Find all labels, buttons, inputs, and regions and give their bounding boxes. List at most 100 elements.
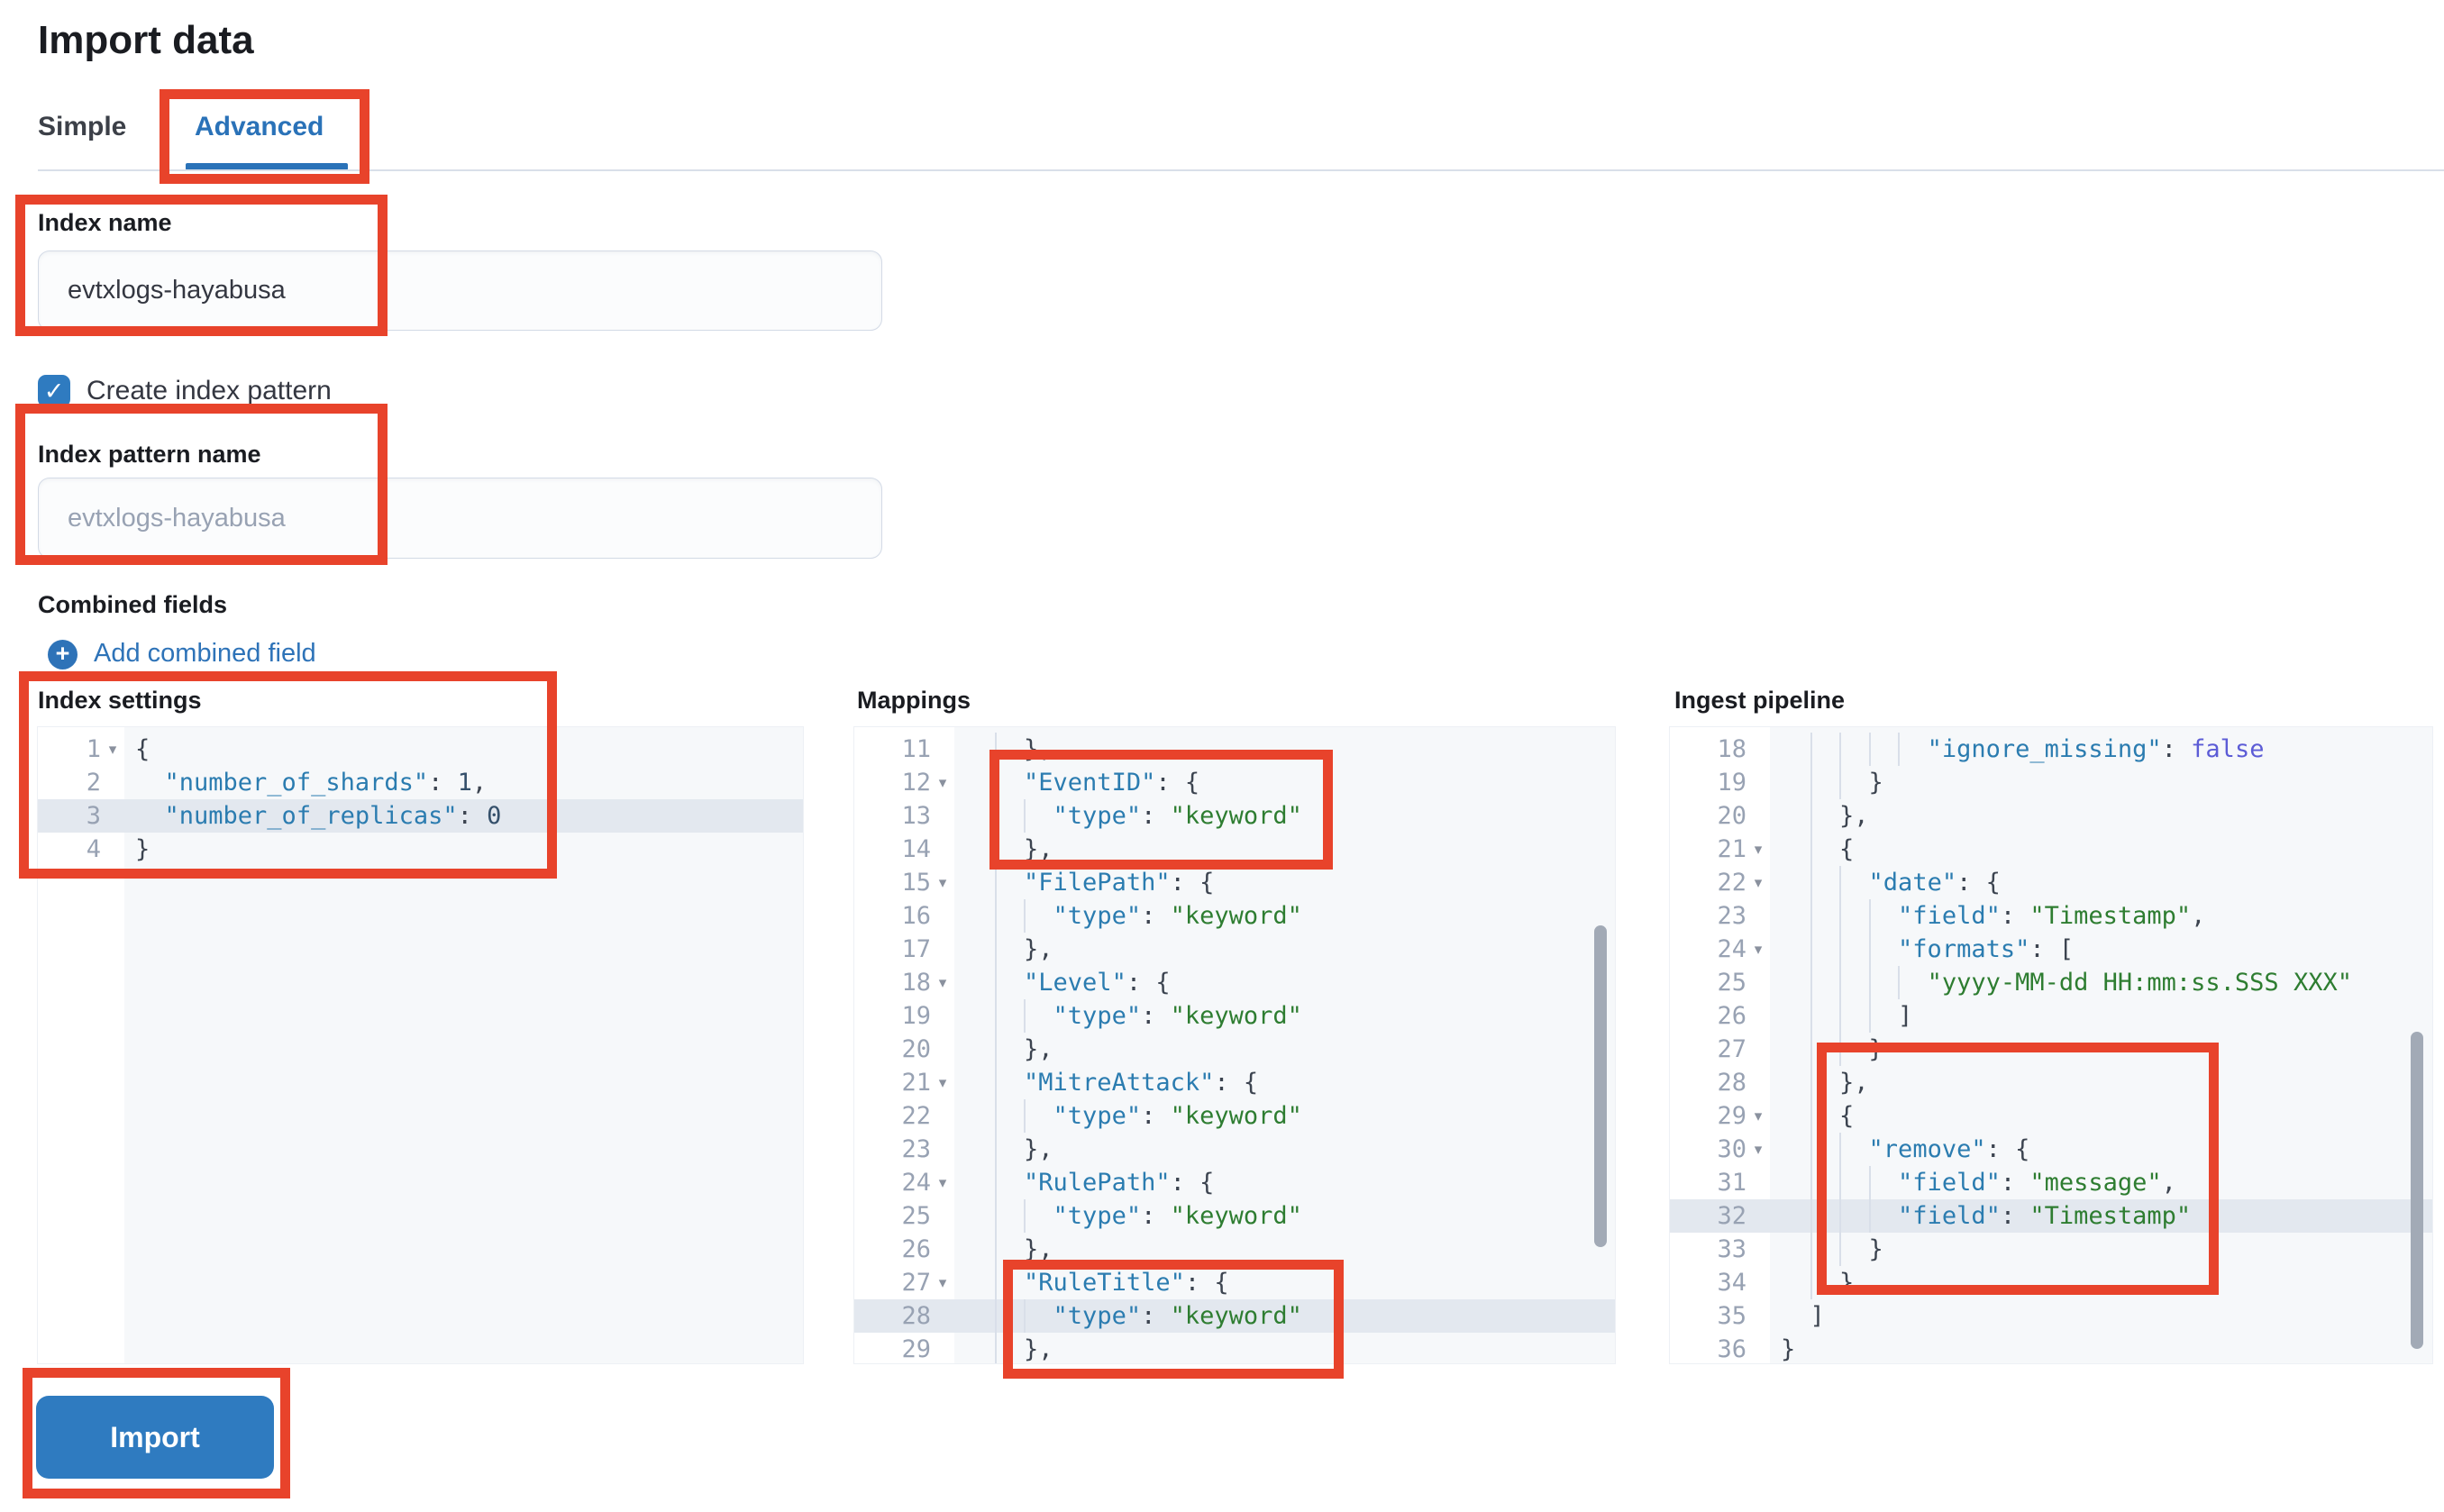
- code-line[interactable]: 26 },: [854, 1233, 1615, 1266]
- code-line[interactable]: 18 "ignore_missing": false: [1670, 733, 2432, 766]
- fold-arrow-icon[interactable]: ▾: [938, 873, 947, 891]
- index-name-input[interactable]: [38, 250, 882, 331]
- code-text: },: [1024, 835, 1053, 863]
- fold-arrow-icon[interactable]: ▾: [938, 773, 947, 791]
- code-line[interactable]: 22▾ "date": {: [1670, 866, 2432, 899]
- code-line[interactable]: 26 ]: [1670, 999, 2432, 1033]
- code-line[interactable]: 22 "type": "keyword": [854, 1099, 1615, 1133]
- line-number: 32: [1717, 1202, 1746, 1230]
- create-index-pattern-label: Create index pattern: [87, 376, 332, 405]
- code-text: "Level": {: [1024, 969, 1171, 997]
- code-line[interactable]: 31 "field": "message",: [1670, 1166, 2432, 1199]
- indent-guide: [1839, 1199, 1842, 1233]
- fold-arrow-icon[interactable]: ▾: [1754, 1107, 1763, 1125]
- code-line[interactable]: 35 ]: [1670, 1299, 2432, 1333]
- fold-arrow-icon[interactable]: ▾: [108, 740, 117, 758]
- code-line[interactable]: 21▾ {: [1670, 833, 2432, 866]
- indent-guide: [1810, 1199, 1812, 1233]
- code-line[interactable]: 28 },: [1670, 1066, 2432, 1099]
- index-pattern-name-input[interactable]: [38, 478, 882, 559]
- code-line[interactable]: 34 }: [1670, 1266, 2432, 1299]
- code-text: "type": "keyword": [1053, 802, 1302, 830]
- fold-arrow-icon[interactable]: ▾: [1754, 940, 1763, 958]
- code-line[interactable]: 24▾ "formats": [: [1670, 933, 2432, 966]
- fold-arrow-icon[interactable]: ▾: [938, 1073, 947, 1091]
- indent-guide: [1839, 866, 1842, 899]
- code-line[interactable]: 23 "field": "Timestamp",: [1670, 899, 2432, 933]
- fold-arrow-icon[interactable]: ▾: [938, 1173, 947, 1191]
- code-line[interactable]: 18▾ "Level": {: [854, 966, 1615, 999]
- code-line[interactable]: 12▾ "EventID": {: [854, 766, 1615, 799]
- fold-arrow-icon[interactable]: ▾: [1754, 1140, 1763, 1158]
- line-number: 13: [901, 802, 931, 830]
- vertical-scrollbar[interactable]: [1594, 925, 1607, 1247]
- code-line[interactable]: 36}: [1670, 1333, 2432, 1363]
- indent-guide: [994, 1233, 997, 1266]
- indent-guide: [1810, 899, 1812, 933]
- code-line[interactable]: 2 "number_of_shards": 1,: [38, 766, 803, 799]
- indent-guide: [1024, 799, 1026, 833]
- fold-arrow-icon[interactable]: ▾: [1754, 873, 1763, 891]
- code-text: "ignore_missing": false: [1927, 735, 2265, 763]
- indent-guide: [1810, 1099, 1812, 1133]
- code-line[interactable]: 3 "number_of_replicas": 0: [38, 799, 803, 833]
- indent-guide: [1810, 1066, 1812, 1099]
- indent-guide: [1810, 833, 1812, 866]
- code-text: {: [1839, 835, 1855, 863]
- code-line[interactable]: 1▾{: [38, 733, 803, 766]
- line-number: 21: [901, 1069, 931, 1097]
- fold-arrow-icon[interactable]: ▾: [938, 1273, 947, 1291]
- mappings-label: Mappings: [857, 687, 971, 714]
- code-line[interactable]: 11 },: [854, 733, 1615, 766]
- plus-circle-icon[interactable]: +: [48, 640, 78, 669]
- code-line[interactable]: 33 }: [1670, 1233, 2432, 1266]
- code-line[interactable]: 21▾ "MitreAttack": {: [854, 1066, 1615, 1099]
- code-line[interactable]: 24▾ "RulePath": {: [854, 1166, 1615, 1199]
- code-line[interactable]: 29▾ {: [1670, 1099, 2432, 1133]
- code-line[interactable]: 20 },: [854, 1033, 1615, 1066]
- add-combined-field-link[interactable]: Add combined field: [94, 639, 316, 668]
- code-line[interactable]: 19 }: [1670, 766, 2432, 799]
- import-button[interactable]: Import: [36, 1396, 274, 1479]
- line-number: 36: [1717, 1335, 1746, 1363]
- indent-guide: [1024, 899, 1026, 933]
- code-line[interactable]: 23 },: [854, 1133, 1615, 1166]
- indent-guide: [994, 1333, 997, 1363]
- code-line[interactable]: 25 "yyyy-MM-dd HH:mm:ss.SSS XXX": [1670, 966, 2432, 999]
- create-index-pattern-checkbox[interactable]: ✓: [38, 375, 70, 407]
- mappings-editor[interactable]: 11 },12▾ "EventID": {13 "type": "keyword…: [853, 726, 1616, 1364]
- indent-guide: [994, 1033, 997, 1066]
- line-number: 30: [1717, 1135, 1746, 1163]
- indent-guide: [1810, 733, 1812, 766]
- code-line[interactable]: 19 "type": "keyword": [854, 999, 1615, 1033]
- code-line[interactable]: 28 "type": "keyword": [854, 1299, 1615, 1333]
- code-line[interactable]: 30▾ "remove": {: [1670, 1133, 2432, 1166]
- indent-guide: [1810, 933, 1812, 966]
- code-line[interactable]: 14 },: [854, 833, 1615, 866]
- vertical-scrollbar[interactable]: [2411, 1032, 2423, 1349]
- index-settings-editor[interactable]: 1▾{2 "number_of_shards": 1,3 "number_of_…: [37, 726, 804, 1364]
- code-line[interactable]: 13 "type": "keyword": [854, 799, 1615, 833]
- code-line[interactable]: 15▾ "FilePath": {: [854, 866, 1615, 899]
- code-line[interactable]: 16 "type": "keyword": [854, 899, 1615, 933]
- code-line[interactable]: 32 "field": "Timestamp": [1670, 1199, 2432, 1233]
- tab-advanced[interactable]: Advanced: [195, 112, 324, 141]
- indent-guide: [1810, 999, 1812, 1033]
- annotation-box-ingest-remove: [1817, 1043, 2219, 1295]
- annotation-box-advanced-tab: [160, 89, 369, 184]
- line-number: 12: [901, 769, 931, 797]
- line-number: 28: [901, 1302, 931, 1330]
- fold-arrow-icon[interactable]: ▾: [938, 973, 947, 991]
- fold-arrow-icon[interactable]: ▾: [1754, 840, 1763, 858]
- indent-guide: [994, 1133, 997, 1166]
- code-line[interactable]: 17 },: [854, 933, 1615, 966]
- index-name-label: Index name: [38, 209, 172, 236]
- code-line[interactable]: 4}: [38, 833, 803, 866]
- code-text: "RuleTitle": {: [1024, 1269, 1229, 1297]
- code-line[interactable]: 29 },: [854, 1333, 1615, 1363]
- tab-simple[interactable]: Simple: [38, 112, 127, 141]
- code-text: ]: [1810, 1302, 1825, 1330]
- code-line[interactable]: 25 "type": "keyword": [854, 1199, 1615, 1233]
- code-line[interactable]: 27▾ "RuleTitle": {: [854, 1266, 1615, 1299]
- code-line[interactable]: 20 },: [1670, 799, 2432, 833]
